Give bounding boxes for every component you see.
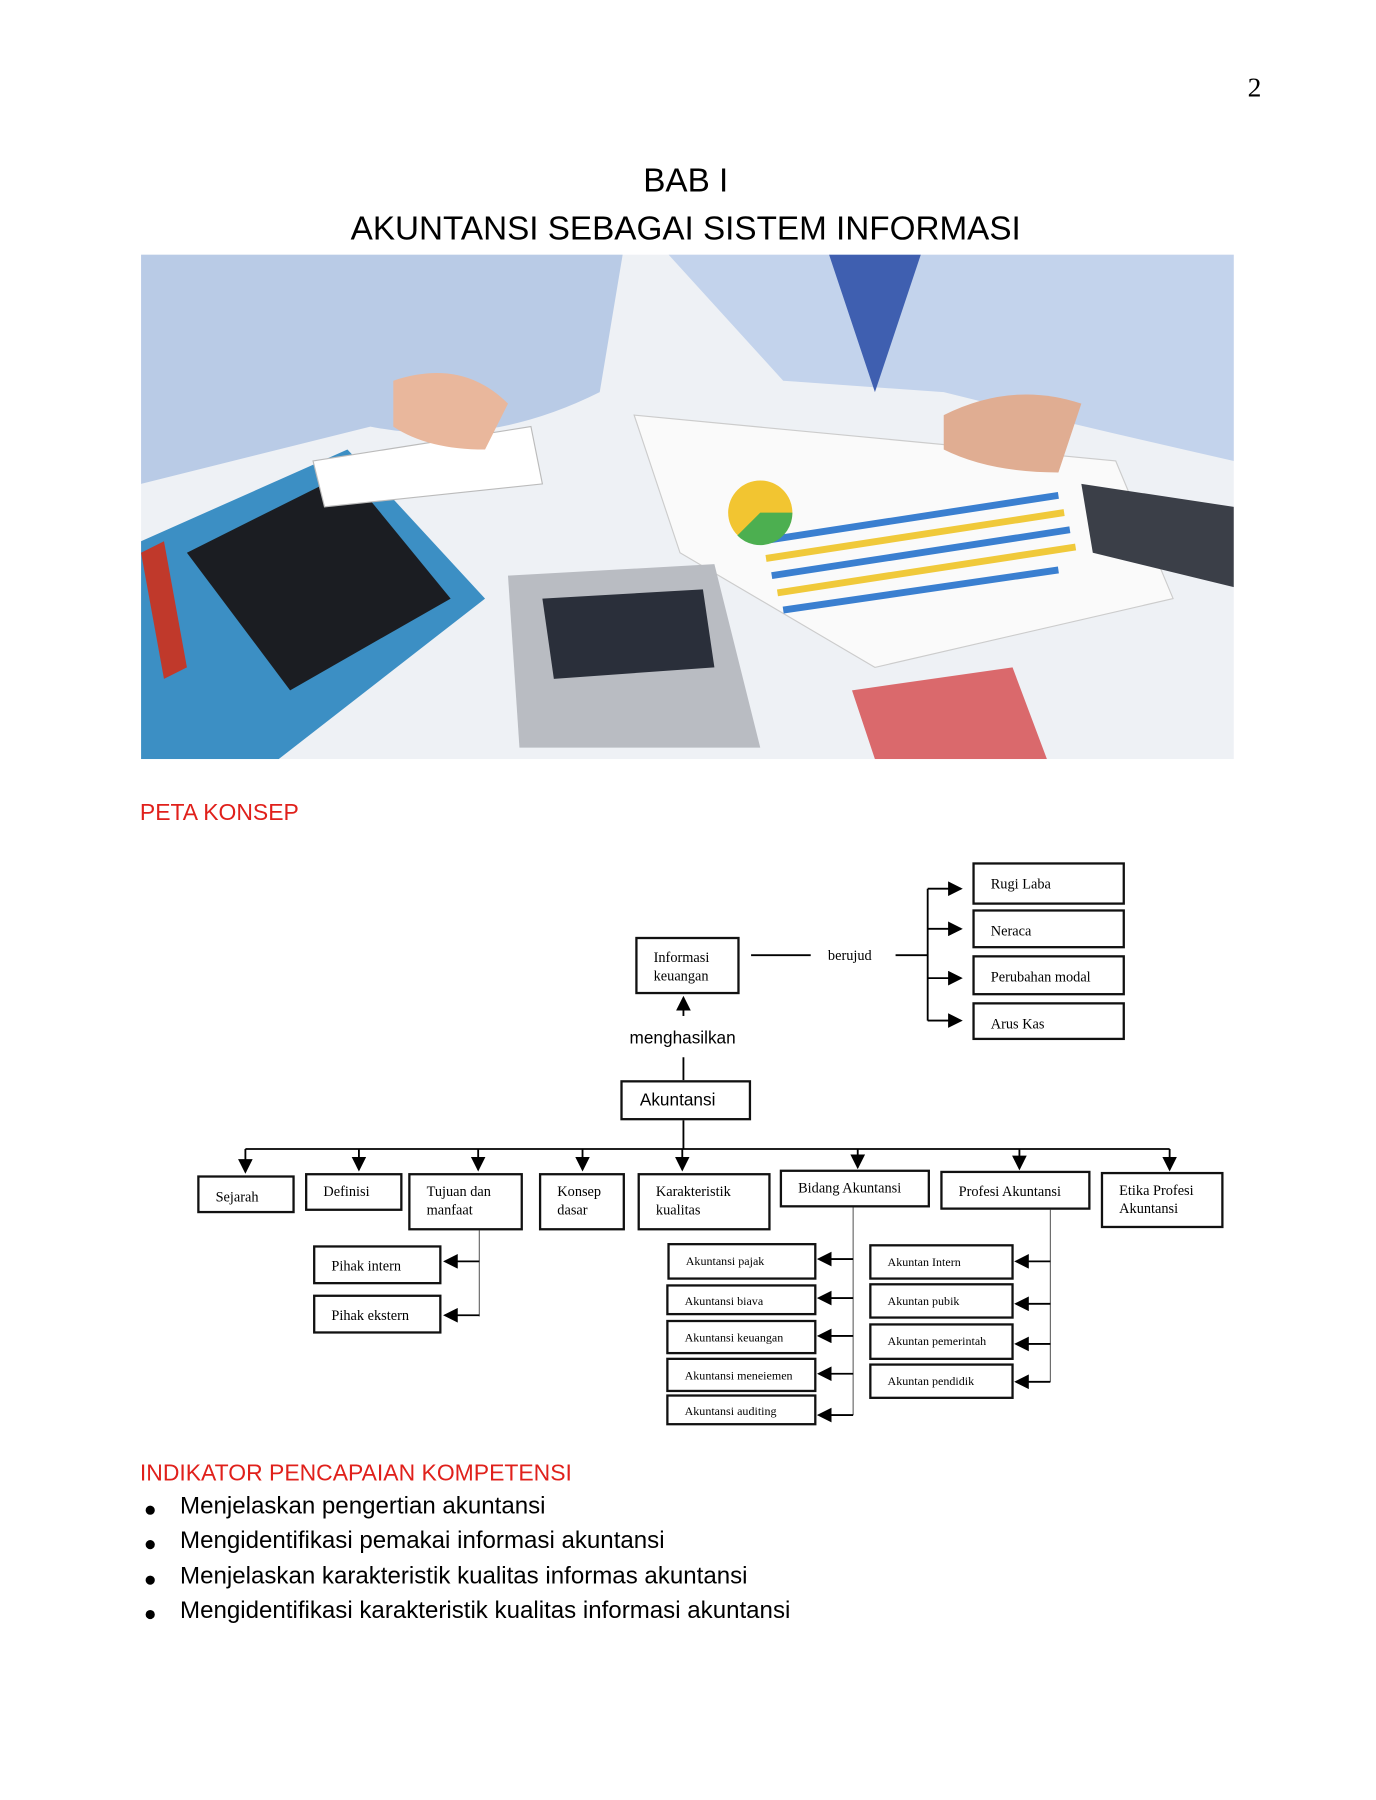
box-informasi-keuangan: Informasi keuangan (635, 936, 740, 995)
list-item: Mengidentifikasi pemakai informasi akunt… (140, 1528, 790, 1563)
box-akuntan-pendidik: Akuntan pendidik (869, 1363, 1014, 1399)
chapter-title: AKUNTANSI SEBAGAI SISTEM INFORMASI (350, 210, 1021, 248)
box-akuntan-intern: Akuntan Intern (869, 1244, 1014, 1280)
box-karakteristik-kualitas: Karakteristik kualitas (637, 1173, 771, 1231)
box-pihak-ekstern: Pihak ekstern (313, 1294, 442, 1334)
box-profesi-akuntansi: Profesi Akuntansi (940, 1170, 1091, 1210)
box-perubahan-modal: Perubahan modal (972, 955, 1125, 996)
list-item: Mengidentifikasi karakteristik kualitas … (140, 1597, 790, 1632)
indicator-list: Menjelaskan pengertian akuntansi Mengide… (140, 1493, 790, 1632)
box-akuntan-publik: Akuntan pubik (869, 1283, 1014, 1319)
list-item: Menjelaskan pengertian akuntansi (140, 1493, 790, 1528)
box-tujuan-manfaat: Tujuan dan manfaat (408, 1173, 523, 1231)
box-akuntan-pemerintah: Akuntan pemerintah (869, 1323, 1014, 1360)
concept-map-connectors (238, 881, 1177, 1423)
box-akuntansi: Akuntansi (620, 1080, 752, 1121)
box-akuntansi-manajemen: Akuntansi meneiemen (666, 1357, 817, 1393)
chapter-label: BAB I (643, 162, 729, 200)
box-akuntansi-keuangan: Akuntansi keuangan (666, 1319, 817, 1355)
accounting-photo (141, 254, 1234, 760)
box-pihak-intern: Pihak intern (313, 1245, 442, 1285)
box-akuntansi-auditing: Akuntansi auditing (666, 1394, 817, 1426)
indicators-heading: INDIKATOR PENCAPAIAN KOMPETENSI (139, 1460, 572, 1487)
label-berujud: berujud (827, 947, 872, 964)
list-item: Menjelaskan karakteristik kualitas infor… (140, 1562, 790, 1597)
concept-map-heading: PETA KONSEP (139, 800, 299, 826)
box-akuntansi-biaya: Akuntansi biava (666, 1284, 817, 1316)
box-rugi-laba: Rugi Laba (972, 862, 1125, 905)
box-bidang-akuntansi: Bidang Akuntansi (779, 1169, 930, 1208)
page-number: 2 (1247, 73, 1262, 104)
box-etika-profesi: Etika Profesi Akuntansi (1100, 1171, 1224, 1229)
box-akuntansi-pajak: Akuntansi pajak (667, 1243, 817, 1280)
box-sejarah: Sejarah (197, 1175, 295, 1214)
box-neraca: Neraca (972, 909, 1125, 949)
box-arus-kas: Arus Kas (972, 1002, 1125, 1041)
label-menghasilkan: menghasilkan (629, 1028, 736, 1049)
box-definisi: Definisi (305, 1173, 403, 1211)
box-konsep-dasar: Konsep dasar (538, 1173, 625, 1231)
